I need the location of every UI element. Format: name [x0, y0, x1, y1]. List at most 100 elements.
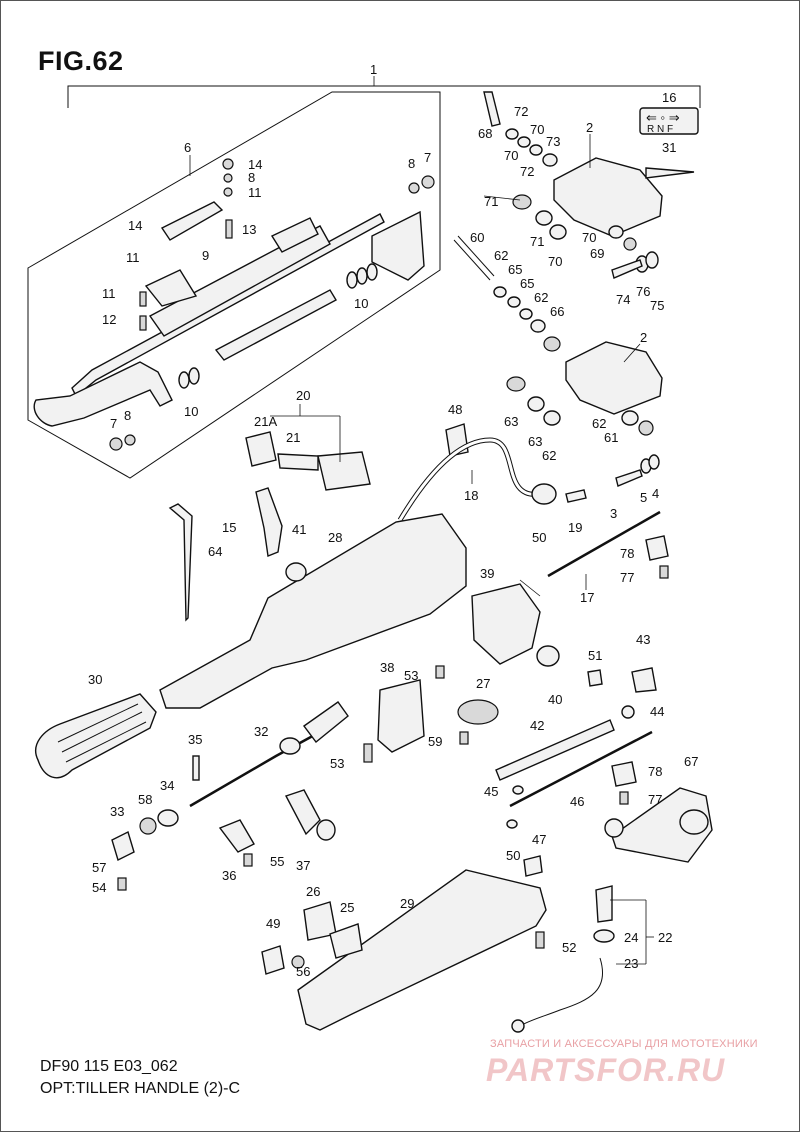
swivel-bracket-upper	[483, 91, 663, 279]
callout-62-b: 62	[534, 290, 548, 305]
bottom-cover	[261, 855, 547, 1031]
callout-36: 36	[222, 868, 236, 883]
callout-70-c: 70	[548, 254, 562, 269]
callout-72-b: 72	[520, 164, 534, 179]
callout-8-a: 8	[248, 170, 255, 185]
callout-70-b: 70	[504, 148, 518, 163]
callout-77-a: 77	[620, 570, 634, 585]
stop-switch-assembly	[245, 423, 587, 522]
callout-28: 28	[328, 530, 342, 545]
callout-11-b: 11	[126, 250, 140, 265]
screws	[117, 219, 669, 949]
callout-70-d: 70	[582, 230, 596, 245]
callout-29: 29	[400, 896, 414, 911]
callout-78-b: 78	[648, 764, 662, 779]
callout-42: 42	[530, 718, 544, 733]
decal-symbols: ⇐ ◦ ⇒	[646, 110, 680, 125]
callout-19: 19	[568, 520, 582, 535]
callout-11-c: 11	[102, 286, 116, 301]
callout-14-a: 14	[248, 157, 262, 172]
callout-65-a: 65	[508, 262, 522, 277]
callout-1: 1	[370, 62, 377, 77]
callout-69: 69	[590, 246, 604, 261]
callout-50-bottom: 50	[506, 848, 520, 863]
callout-12: 12	[102, 312, 116, 327]
callout-40: 40	[548, 692, 562, 707]
callout-62-c: 62	[542, 448, 556, 463]
callout-71-a: 71	[484, 194, 498, 209]
callout-66: 66	[550, 304, 564, 319]
callout-54: 54	[92, 880, 106, 895]
callout-58: 58	[138, 792, 152, 807]
callout-10-a: 10	[354, 296, 368, 311]
callout-21A: 21A	[254, 414, 277, 429]
callout-50-top: 50	[532, 530, 546, 545]
throttle-mechanism	[377, 510, 669, 753]
callout-72-a: 72	[514, 104, 528, 119]
callout-38: 38	[380, 660, 394, 675]
callout-48: 48	[448, 402, 462, 417]
callout-7-top: 7	[424, 150, 431, 165]
callout-22: 22	[658, 930, 672, 945]
callout-55: 55	[270, 854, 284, 869]
callout-46: 46	[570, 794, 584, 809]
callout-53-a: 53	[404, 668, 418, 683]
callout-27: 27	[476, 676, 490, 691]
callout-70-a: 70	[530, 122, 544, 137]
callout-14-b: 14	[128, 218, 142, 233]
callout-37: 37	[296, 858, 310, 873]
callout-26: 26	[306, 884, 320, 899]
callout-77-b: 77	[648, 792, 662, 807]
callout-63-a: 63	[504, 414, 518, 429]
callout-76: 76	[636, 284, 650, 299]
lanyard-and-arm	[511, 787, 713, 1033]
callout-68: 68	[478, 126, 492, 141]
model-code: DF90 115 E03_062	[40, 1058, 178, 1075]
assembly-bracket	[67, 85, 701, 108]
callout-16: 16	[662, 90, 676, 105]
callout-45: 45	[484, 784, 498, 799]
callout-60: 60	[470, 230, 484, 245]
callout-5: 5	[640, 490, 647, 505]
callout-65-b: 65	[520, 276, 534, 291]
callout-30: 30	[88, 672, 102, 687]
callout-39: 39	[480, 566, 494, 581]
callout-53-b: 53	[330, 756, 344, 771]
callout-labels: 1 2 2 3 4 5 6 7 7 8 8 8 9 10 10 10 11 11…	[88, 62, 698, 979]
callout-23: 23	[624, 956, 638, 971]
callout-2-upper: 2	[586, 120, 593, 135]
callout-71-b: 71	[530, 234, 544, 249]
callout-35: 35	[188, 732, 202, 747]
throttle-lever-parts	[168, 487, 307, 622]
callout-34: 34	[160, 778, 174, 793]
callout-leaders	[189, 76, 654, 965]
callout-24: 24	[624, 930, 638, 945]
watermark-tagline: ЗАПЧАСТИ И АКСЕССУАРЫ ДЛЯ МОТОТЕХНИКИ	[490, 1038, 758, 1050]
callout-9: 9	[202, 248, 209, 263]
callout-59: 59	[428, 734, 442, 749]
callout-11-a: 11	[248, 185, 262, 200]
callout-73: 73	[546, 134, 560, 149]
callout-61: 61	[604, 430, 618, 445]
callout-43: 43	[636, 632, 650, 647]
callout-21: 21	[286, 430, 300, 445]
callout-17: 17	[580, 590, 594, 605]
link-rods	[495, 719, 653, 829]
callout-32: 32	[254, 724, 268, 739]
shift-decal	[639, 107, 699, 179]
throttle-cable-parts	[111, 701, 349, 861]
callout-33: 33	[110, 804, 124, 819]
callout-31: 31	[662, 140, 676, 155]
callout-57: 57	[92, 860, 106, 875]
figure-title: FIG.62	[38, 46, 124, 76]
callout-6: 6	[184, 140, 191, 155]
callout-74: 74	[616, 292, 630, 307]
callout-44: 44	[650, 704, 664, 719]
callout-18: 18	[464, 488, 478, 503]
callout-7-bottom: 7	[110, 416, 117, 431]
callout-62-d: 62	[592, 416, 606, 431]
callout-3: 3	[610, 506, 617, 521]
watermark-logo: PARTSFOR.RU	[486, 1052, 726, 1088]
callout-25: 25	[340, 900, 354, 915]
callout-15: 15	[222, 520, 236, 535]
